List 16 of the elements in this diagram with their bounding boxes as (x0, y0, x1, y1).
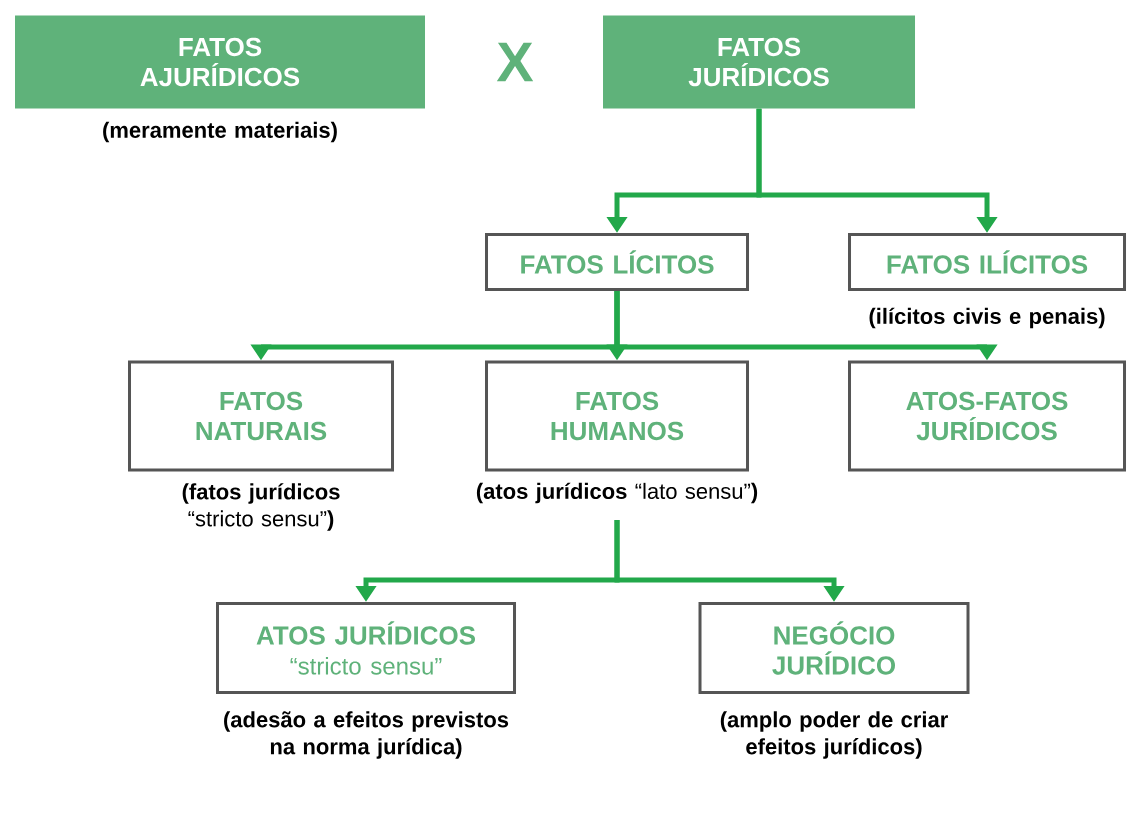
category-box: FATOS NATURAIS (128, 360, 394, 472)
category-box: ATOS JURÍDICOS “stricto sensu” (216, 602, 516, 694)
title-box: FATOS AJURÍDICOS (15, 15, 425, 109)
category-box: FATOS LÍCITOS (485, 233, 749, 291)
note-text: (fatos jurídicos “stricto sensu”) (182, 483, 340, 531)
category-box: FATOS HUMANOS (485, 360, 749, 472)
category-box: FATOS ILÍCITOS (848, 233, 1126, 291)
note-text: (ilícitos civis e penais) (869, 307, 1105, 329)
note-text: (adesão a efeitos previstos na norma jurídica) (224, 711, 509, 759)
note-text: (atos jurídicos “lato sensu”) (476, 482, 758, 504)
versus-mark: X (496, 42, 534, 82)
category-box: ATOS-FATOS JURÍDICOS (848, 360, 1126, 472)
category-box: NEGÓCIO JURÍDICO (698, 602, 970, 694)
note-text: (meramente materiais) (103, 121, 337, 143)
note-text: (amplo poder de criar efeitos jurídicos) (720, 711, 948, 759)
title-box: FATOS JURÍDICOS (603, 15, 915, 109)
